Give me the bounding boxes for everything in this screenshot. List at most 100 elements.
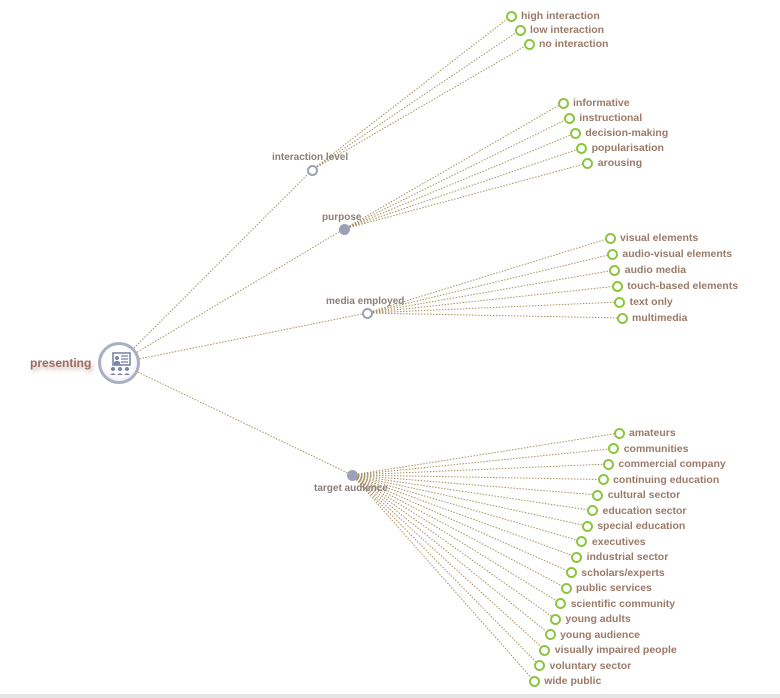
leaf-label-amateurs[interactable]: amateurs bbox=[629, 427, 676, 439]
leaf-label-touch-based-elements[interactable]: touch-based elements bbox=[627, 280, 739, 292]
leaf-label-young-adults[interactable]: young adults bbox=[565, 613, 631, 625]
leaf-node-young-adults[interactable] bbox=[549, 613, 561, 625]
edge-root-purpose bbox=[118, 228, 345, 364]
leaf-node-audio-media[interactable] bbox=[609, 264, 621, 276]
leaf-node-cultural-sector[interactable] bbox=[592, 489, 604, 501]
leaf-node-amateurs[interactable] bbox=[613, 427, 625, 439]
leaf-node-informative[interactable] bbox=[557, 97, 569, 109]
presentation-board-icon bbox=[110, 352, 131, 375]
edge-target-audience-voluntary-sector bbox=[351, 474, 540, 666]
leaf-node-education-sector[interactable] bbox=[587, 505, 598, 516]
leaf-node-scholars-experts[interactable] bbox=[565, 567, 577, 578]
branch-node-media-employed[interactable] bbox=[361, 307, 373, 319]
branch-label-purpose[interactable]: purpose bbox=[322, 212, 362, 223]
leaf-label-visual-elements[interactable]: visual elements bbox=[620, 232, 699, 244]
edge-target-audience-communities bbox=[351, 448, 614, 476]
leaf-label-young-audience[interactable]: young audience bbox=[560, 628, 641, 641]
edge-media-employed-text-only bbox=[366, 301, 620, 314]
leaf-label-text-only[interactable]: text only bbox=[629, 296, 673, 308]
leaf-node-arousing[interactable] bbox=[582, 157, 594, 169]
leaf-node-text-only[interactable] bbox=[614, 296, 626, 308]
leaf-node-audio-visual-elements[interactable] bbox=[606, 248, 618, 260]
leaf-label-audio-media[interactable]: audio media bbox=[624, 264, 687, 276]
edge-target-audience-education-sector bbox=[351, 474, 593, 511]
edge-interaction-level-high-interaction bbox=[311, 15, 512, 171]
edge-root-target-audience bbox=[118, 362, 353, 476]
leaf-label-no-interaction[interactable]: no interaction bbox=[539, 38, 609, 50]
edge-purpose-decision-making bbox=[343, 132, 576, 230]
leaf-node-public-services[interactable] bbox=[560, 582, 572, 594]
edge-media-employed-audio-visual-elements bbox=[366, 253, 613, 314]
edge-target-audience-wide-public bbox=[351, 474, 535, 682]
leaf-node-high-interaction[interactable] bbox=[505, 10, 517, 22]
leaf-label-special-education[interactable]: special education bbox=[597, 520, 686, 532]
leaf-node-communities[interactable] bbox=[608, 443, 620, 454]
edge-target-audience-young-adults bbox=[351, 474, 556, 620]
edge-target-audience-young-audience bbox=[351, 474, 551, 635]
leaf-label-multimedia[interactable]: multimedia bbox=[632, 312, 688, 324]
leaf-node-wide-public[interactable] bbox=[528, 675, 540, 687]
leaf-node-popularisation[interactable] bbox=[576, 142, 588, 154]
leaf-node-industrial-sector[interactable] bbox=[571, 551, 583, 563]
leaf-label-visually-impaired-people[interactable]: visually impaired people bbox=[554, 644, 677, 656]
leaf-label-public-services[interactable]: public services bbox=[576, 582, 652, 594]
leaf-label-scholars-experts[interactable]: scholars/experts bbox=[581, 566, 665, 579]
edge-media-employed-touch-based-elements bbox=[366, 285, 618, 314]
branch-node-target-audience[interactable] bbox=[346, 469, 358, 481]
branch-node-interaction-level[interactable] bbox=[306, 164, 318, 176]
leaf-label-scientific-community[interactable]: scientific community bbox=[570, 597, 676, 610]
leaf-label-high-interaction[interactable]: high interaction bbox=[521, 10, 600, 22]
leaf-label-commercial-company[interactable]: commercial company bbox=[618, 458, 726, 470]
leaf-node-no-interaction[interactable] bbox=[523, 38, 535, 50]
edge-purpose-popularisation bbox=[343, 147, 582, 230]
bottom-scrollbar-track bbox=[0, 694, 780, 698]
leaf-label-executives[interactable]: executives bbox=[591, 535, 646, 548]
leaf-label-arousing[interactable]: arousing bbox=[597, 157, 643, 169]
leaf-node-special-education[interactable] bbox=[581, 520, 593, 532]
leaf-node-voluntary-sector[interactable] bbox=[534, 660, 545, 671]
edge-purpose-arousing bbox=[343, 162, 588, 230]
leaf-node-touch-based-elements[interactable] bbox=[611, 280, 623, 292]
leaf-node-commercial-company[interactable] bbox=[602, 458, 614, 470]
leaf-node-visually-impaired-people[interactable] bbox=[539, 644, 551, 656]
leaf-label-instructional[interactable]: instructional bbox=[579, 112, 643, 124]
edge-target-audience-cultural-sector bbox=[351, 474, 598, 496]
leaf-label-decision-making[interactable]: decision-making bbox=[585, 127, 669, 139]
leaf-node-multimedia[interactable] bbox=[616, 312, 628, 324]
branch-label-target-audience[interactable]: target audience bbox=[314, 483, 388, 494]
leaf-node-scientific-community[interactable] bbox=[555, 598, 567, 609]
leaf-label-popularisation[interactable]: popularisation bbox=[591, 142, 664, 154]
leaf-label-continuing-education[interactable]: continuing education bbox=[613, 473, 720, 486]
root-node[interactable] bbox=[98, 342, 140, 384]
edge-media-employed-visual-elements bbox=[366, 237, 611, 314]
edge-root-media-employed bbox=[118, 312, 368, 364]
leaf-label-industrial-sector[interactable]: industrial sector bbox=[586, 551, 669, 563]
leaf-node-instructional[interactable] bbox=[563, 112, 575, 124]
leaf-node-young-audience[interactable] bbox=[544, 629, 556, 640]
edge-target-audience-public-services bbox=[351, 474, 567, 589]
leaf-node-continuing-education[interactable] bbox=[597, 474, 609, 485]
leaf-label-communities[interactable]: communities bbox=[623, 442, 689, 455]
leaf-label-low-interaction[interactable]: low interaction bbox=[530, 24, 605, 36]
branch-node-purpose[interactable] bbox=[338, 223, 350, 235]
edge-target-audience-amateurs bbox=[351, 432, 620, 476]
edge-target-audience-industrial-sector bbox=[351, 474, 577, 558]
leaf-node-decision-making[interactable] bbox=[569, 127, 581, 139]
leaf-node-executives[interactable] bbox=[576, 536, 588, 547]
branch-label-interaction-level[interactable]: interaction level bbox=[272, 152, 349, 163]
edge-root-interaction-level bbox=[118, 169, 313, 364]
edge-target-audience-continuing-education bbox=[351, 474, 604, 480]
edge-target-audience-scholars-experts bbox=[351, 474, 572, 573]
leaf-label-informative[interactable]: informative bbox=[573, 97, 630, 109]
leaf-label-voluntary-sector[interactable]: voluntary sector bbox=[549, 659, 632, 672]
edge-target-audience-visually-impaired-people bbox=[351, 474, 546, 651]
leaf-label-cultural-sector[interactable]: cultural sector bbox=[607, 489, 681, 501]
leaf-label-audio-visual-elements[interactable]: audio-visual elements bbox=[622, 248, 733, 260]
leaf-node-visual-elements[interactable] bbox=[604, 232, 616, 244]
branch-label-media-employed[interactable]: media employed bbox=[326, 296, 405, 307]
leaf-label-education-sector[interactable]: education sector bbox=[602, 504, 687, 517]
edge-target-audience-commercial-company bbox=[351, 463, 609, 476]
leaf-node-low-interaction[interactable] bbox=[514, 24, 526, 36]
leaf-label-wide-public[interactable]: wide public bbox=[544, 675, 602, 687]
